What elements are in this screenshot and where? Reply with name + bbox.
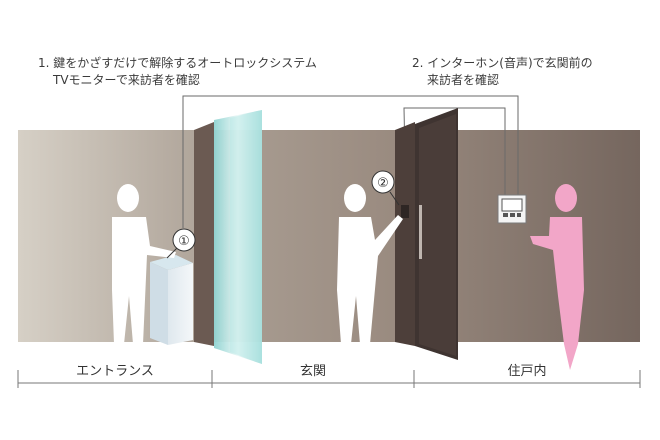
caption-step1: 1. 鍵をかざすだけで解除するオートロックシステム TVモニターで来訪者を確認 xyxy=(38,55,317,89)
person-genkan-visitor-icon xyxy=(337,184,403,344)
intercom-monitor-icon xyxy=(497,194,527,224)
marker-2: ② xyxy=(371,170,400,206)
caption-step2-line2: 来訪者を確認 xyxy=(427,73,500,87)
glass-door xyxy=(214,110,262,364)
zone-label-entrance: エントランス xyxy=(76,364,154,379)
door-frame xyxy=(395,122,415,346)
caption-step2-line1: 2. インターホン(音声)で玄関前の xyxy=(412,56,593,70)
card-reader-icon xyxy=(150,255,193,270)
marker-1: ① xyxy=(166,228,196,259)
caption-step1-line2: TVモニターで来訪者を確認 xyxy=(53,73,200,87)
door-handle xyxy=(419,205,422,259)
glass-door-frame xyxy=(194,122,214,346)
svg-text:②: ② xyxy=(377,176,389,191)
caption-step1-line1: 1. 鍵をかざすだけで解除するオートロックシステム xyxy=(38,56,317,70)
person-visitor-icon xyxy=(112,184,176,344)
caption-step2: 2. インターホン(音声)で玄関前の 来訪者を確認 xyxy=(412,55,593,89)
intercom-button-icon xyxy=(401,205,409,218)
zone-label-residence: 住戸内 xyxy=(507,364,547,379)
signal-wire-outer xyxy=(182,95,519,228)
svg-text:①: ① xyxy=(178,234,190,249)
zone-scale xyxy=(17,370,641,388)
zone-label-genkan: 玄関 xyxy=(299,364,326,379)
person-resident-icon xyxy=(530,184,584,370)
